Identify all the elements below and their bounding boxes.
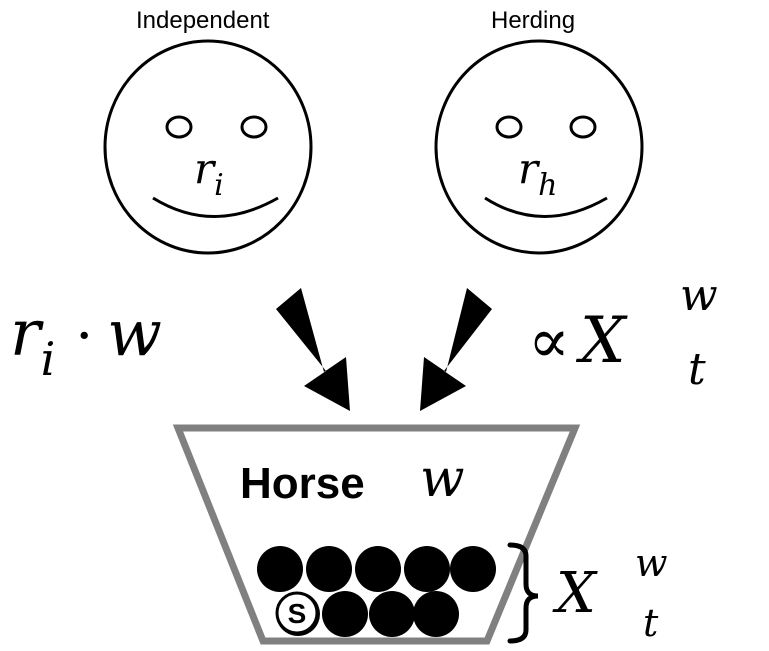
independent-smile <box>152 196 279 218</box>
horse-container <box>172 424 581 645</box>
left-formula: ri·w <box>10 297 162 386</box>
right-formula-subscript: t <box>688 344 706 395</box>
brace-formula-superscript: w <box>635 541 668 585</box>
herding-right-eye <box>569 115 597 139</box>
container-word: Horse <box>240 459 365 508</box>
special-ball-circle <box>275 591 319 635</box>
independent-face-outline <box>103 39 313 255</box>
herding-face-symbol: rh <box>518 144 557 203</box>
independent-face-symbol: ri <box>194 144 224 203</box>
independent-label: Independent <box>136 7 270 34</box>
herding-arrow <box>420 288 492 411</box>
herding-label: Herding <box>491 7 576 34</box>
herding-smile <box>484 196 608 218</box>
ball <box>413 591 459 637</box>
herding-face: rh <box>434 39 644 255</box>
right-formula-superscript: w <box>680 270 718 321</box>
independent-arrow <box>276 288 350 411</box>
ball <box>369 591 415 637</box>
brace-formula: X <box>552 561 598 626</box>
right-formula: ∝X <box>528 304 628 378</box>
ball-brace <box>507 542 539 644</box>
special-ball-label: S <box>288 598 307 629</box>
ball <box>450 546 496 592</box>
ball <box>257 546 303 592</box>
herding-face-outline <box>434 39 644 255</box>
herding-left-eye <box>495 115 523 139</box>
special-ball: S <box>275 591 319 635</box>
ball <box>306 546 352 592</box>
ball <box>355 546 401 592</box>
ball <box>322 591 368 637</box>
independent-left-eye <box>165 115 193 139</box>
balls: S <box>257 546 496 637</box>
brace-formula-subscript: t <box>643 601 659 645</box>
container-variable: w <box>420 449 465 509</box>
independent-face: ri <box>103 39 313 255</box>
ball <box>404 546 450 592</box>
independent-right-eye <box>240 115 268 139</box>
